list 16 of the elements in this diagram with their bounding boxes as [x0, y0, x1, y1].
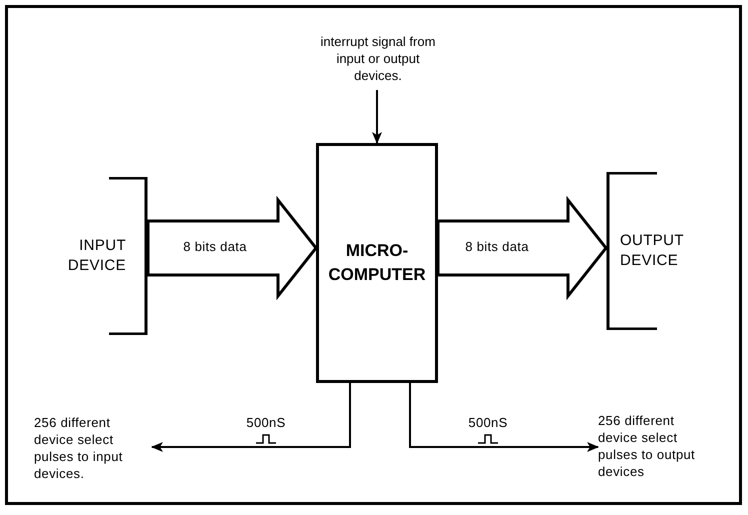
node-text: OUTPUT DEVICE: [620, 231, 685, 271]
process-box: [316, 143, 438, 383]
node-text: INPUT DEVICE: [66, 236, 126, 276]
data-bus-arrow: [146, 196, 318, 300]
node-text: 256 different device select pulses to input devices.: [34, 414, 124, 482]
edge-label: 8 bits data: [464, 239, 530, 255]
box-label: MICRO-COMPUTER: [327, 240, 427, 286]
edge-label: 500nS: [467, 415, 509, 431]
node-text: interrupt signal from input or output devices.: [320, 32, 436, 84]
edge-label: 500nS: [245, 415, 287, 431]
arrow: [151, 383, 351, 452]
edge-label: 8 bits data: [182, 239, 248, 255]
data-bus-arrow: [436, 196, 608, 300]
arrow: [409, 383, 599, 452]
arrow: [372, 90, 382, 144]
node-text: 256 different device select pulses to output devices: [598, 412, 696, 480]
